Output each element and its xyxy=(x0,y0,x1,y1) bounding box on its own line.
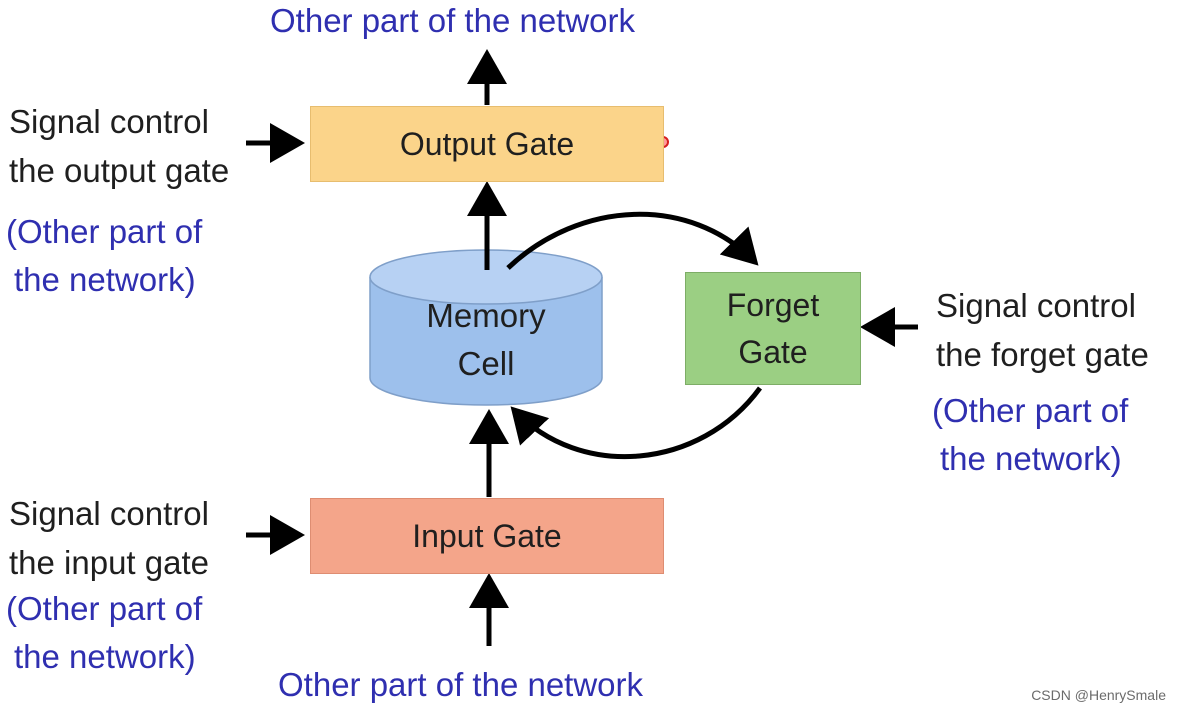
output-source-line2: the network) xyxy=(14,261,196,298)
input-gate: Input Gate xyxy=(310,498,664,574)
input-source-line2: the network) xyxy=(14,638,196,675)
input-gate-label: Input Gate xyxy=(412,517,562,554)
arrow-forget-gate-to-memory xyxy=(510,386,763,460)
output-signal-line2: the output gate xyxy=(9,152,230,189)
output-source-line1: (Other part of xyxy=(6,213,203,250)
forget-gate-label-line2: Gate xyxy=(738,333,808,370)
forget-source-line2: the network) xyxy=(940,440,1122,477)
output-signal-line1: Signal control xyxy=(9,103,209,140)
forget-gate: Forget Gate xyxy=(685,272,861,385)
bottom-network-label: Other part of the network xyxy=(278,666,644,703)
forget-source-line1: (Other part of xyxy=(932,392,1129,429)
memory-cell-label-line2: Cell xyxy=(457,344,515,382)
output-gate-label: Output Gate xyxy=(399,125,575,162)
arrow-memory-to-forget-gate xyxy=(506,211,759,270)
memory-cell-label: Memory Cell xyxy=(370,292,602,388)
output-gate: Output Gate xyxy=(310,106,664,182)
input-signal-line1: Signal control xyxy=(9,495,209,532)
forget-signal-line1: Signal control xyxy=(936,287,1136,324)
top-network-label: Other part of the network xyxy=(270,2,636,39)
input-source-line1: (Other part of xyxy=(6,590,203,627)
forget-gate-label-line1: Forget xyxy=(726,287,820,324)
input-signal-line2: the input gate xyxy=(9,544,209,581)
forget-signal-line2: the forget gate xyxy=(936,336,1149,373)
memory-cell-label-line1: Memory xyxy=(426,297,546,334)
watermark: CSDN @HenrySmale xyxy=(1031,687,1166,703)
